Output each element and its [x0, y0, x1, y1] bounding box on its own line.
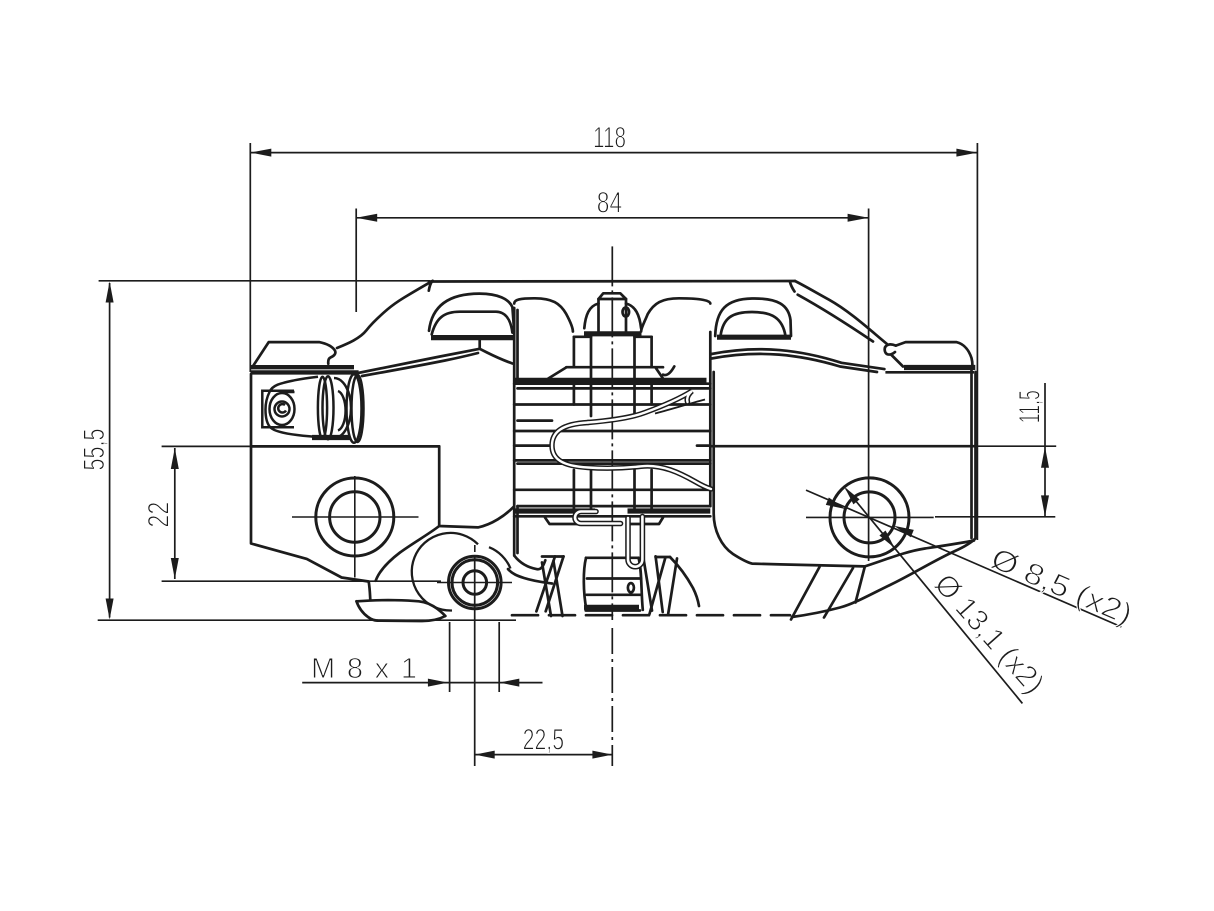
svg-text:22: 22: [143, 502, 176, 528]
svg-text:11,5: 11,5: [1014, 390, 1047, 423]
svg-text:118: 118: [593, 121, 626, 154]
svg-text:22,5: 22,5: [523, 724, 565, 757]
svg-text:M 8 x 1: M 8 x 1: [311, 653, 417, 685]
svg-text:84: 84: [597, 187, 622, 220]
svg-text:55,5: 55,5: [78, 429, 111, 471]
